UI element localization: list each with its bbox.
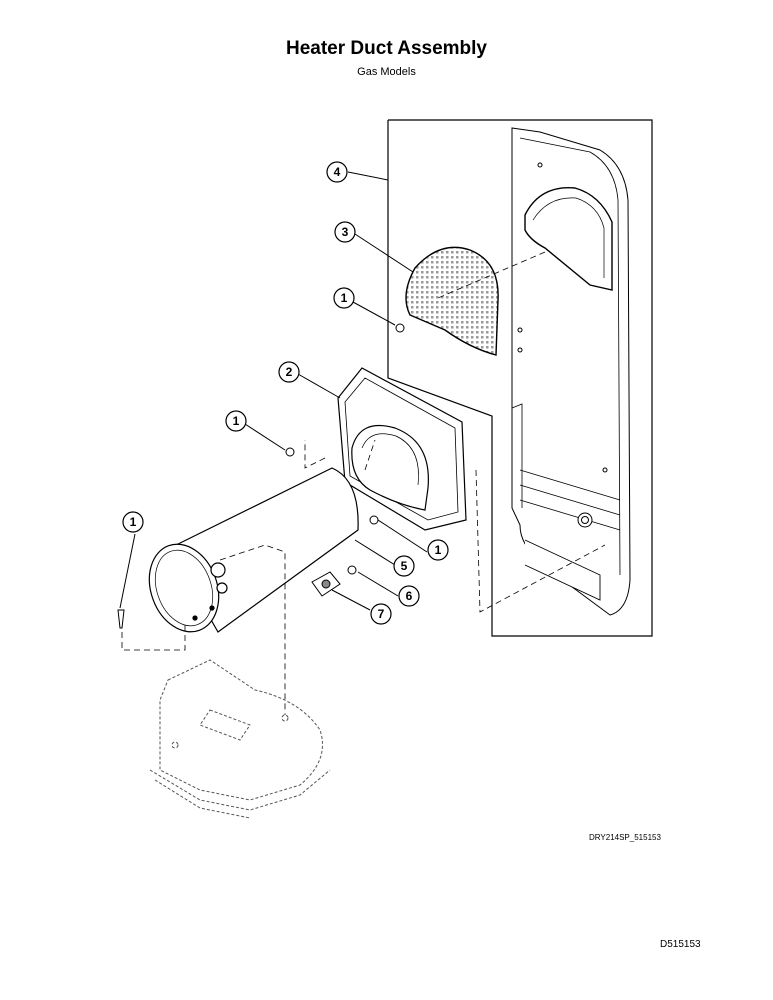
callout-balloons — [122, 161, 449, 625]
callout-3: 3 — [342, 225, 349, 239]
callout-1: 1 — [341, 291, 348, 305]
alignment-lines — [121, 251, 606, 715]
screws — [117, 323, 405, 629]
callout-2: 2 — [286, 365, 293, 379]
callout-7: 7 — [378, 607, 385, 621]
callout-1: 1 — [233, 414, 240, 428]
rear-panel-frame — [387, 119, 653, 637]
callout-4: 4 — [334, 165, 341, 179]
document-number: D515153 — [660, 939, 701, 950]
callout-5: 5 — [401, 559, 408, 573]
lint-screen — [405, 246, 499, 356]
page-subtitle: Gas Models — [357, 66, 416, 78]
callout-numbers: 4 3 1 2 1 1 5 1 6 7 — [130, 165, 442, 621]
heater-duct-housing — [337, 367, 467, 531]
callout-1: 1 — [130, 515, 137, 529]
burner-tube — [148, 467, 359, 633]
thermostat — [311, 571, 341, 597]
drawing-code: DRY214SP_515153 — [589, 833, 661, 842]
callout-1: 1 — [435, 543, 442, 557]
callout-6: 6 — [406, 589, 413, 603]
rear-bulkhead — [511, 127, 631, 616]
leader-lines — [119, 171, 428, 611]
page-title: Heater Duct Assembly — [286, 38, 487, 59]
cabinet-base-outline — [149, 659, 331, 819]
